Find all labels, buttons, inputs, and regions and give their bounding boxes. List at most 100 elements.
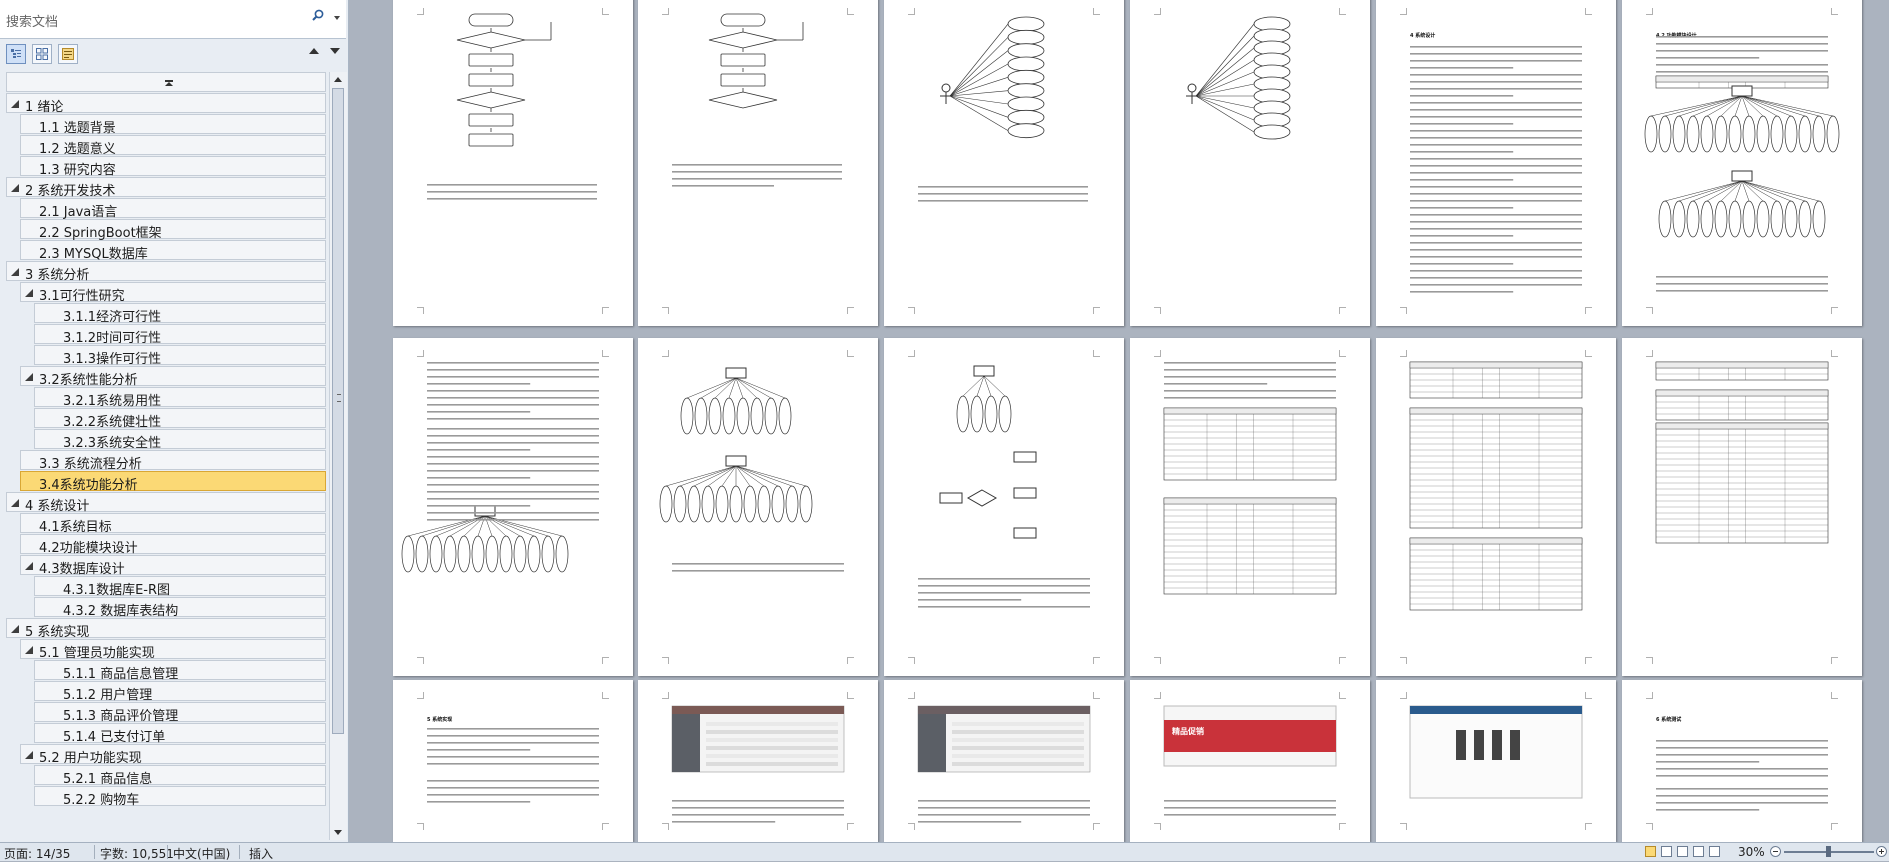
expand-collapse-icon[interactable]: [11, 100, 19, 108]
nav-scrollbar[interactable]: [329, 72, 347, 840]
search-icon[interactable]: [312, 9, 324, 21]
expand-collapse-icon[interactable]: [25, 373, 33, 381]
tab-headings[interactable]: [6, 44, 26, 64]
document-page[interactable]: 精品促销: [1130, 680, 1370, 842]
nav-heading-item[interactable]: 5.2 用户功能实现: [20, 744, 326, 766]
nav-heading-item[interactable]: 1.3 研究内容: [20, 156, 326, 178]
page-heading: 6 系统测试: [1656, 717, 1682, 723]
nav-heading-item[interactable]: 3.4系统功能分析: [20, 471, 326, 493]
web-layout-icon[interactable]: [1677, 846, 1688, 857]
tab-pages[interactable]: [32, 44, 52, 64]
document-page[interactable]: [1622, 338, 1862, 676]
nav-heading-item[interactable]: 3 系统分析: [6, 261, 326, 283]
expand-collapse-icon[interactable]: [25, 562, 33, 570]
page-counter[interactable]: 页面: 14/35: [4, 847, 71, 861]
nav-heading-item[interactable]: 5.1 管理员功能实现: [20, 639, 326, 661]
document-page[interactable]: [884, 338, 1124, 676]
nav-heading-item[interactable]: 3.2系统性能分析: [20, 366, 326, 388]
insert-mode[interactable]: 插入: [249, 847, 274, 861]
nav-heading-item[interactable]: 3.1.3操作可行性: [34, 345, 326, 367]
nav-heading-item[interactable]: 3.1.2时间可行性: [34, 324, 326, 346]
nav-heading-item[interactable]: 3.2.2系统健壮性: [34, 408, 326, 430]
document-page[interactable]: [884, 680, 1124, 842]
tab-results[interactable]: [58, 44, 78, 64]
nav-heading-label: 3.2.3系统安全性: [63, 436, 162, 451]
expand-collapse-icon[interactable]: [25, 289, 33, 297]
language[interactable]: 中文(中国): [173, 847, 231, 861]
document-page[interactable]: [884, 0, 1124, 326]
search-options-dropdown-icon[interactable]: [334, 16, 340, 20]
document-page[interactable]: 4 系统设计: [1376, 0, 1616, 326]
document-page[interactable]: 6 系统测试: [1622, 680, 1862, 842]
expand-collapse-icon[interactable]: [11, 499, 19, 507]
scroll-up-icon[interactable]: [334, 77, 342, 82]
search-box[interactable]: 搜索文档: [0, 0, 346, 39]
nav-heading-item[interactable]: 5.1.3 商品评价管理: [34, 702, 326, 724]
nav-heading-item[interactable]: 5 系统实现: [6, 618, 326, 640]
document-page[interactable]: 4.1 系统目标: [1376, 338, 1616, 676]
nav-heading-item[interactable]: 5.1.4 已支付订单: [34, 723, 326, 745]
expand-collapse-icon[interactable]: [11, 625, 19, 633]
zoom-out-icon[interactable]: [1770, 846, 1781, 857]
nav-heading-label: 1.2 选题意义: [39, 142, 116, 157]
document-page[interactable]: 5 系统实现: [393, 680, 633, 842]
nav-heading-item[interactable]: 3.3 系统流程分析: [20, 450, 326, 472]
word-count[interactable]: 字数: 10,551: [100, 847, 174, 861]
document-page[interactable]: [1130, 338, 1370, 676]
page-content: [1163, 362, 1337, 595]
nav-heading-item[interactable]: 3.1可行性研究: [20, 282, 326, 304]
nav-heading-item[interactable]: 1.2 选题意义: [20, 135, 326, 157]
nav-heading-label: 3 系统分析: [25, 268, 90, 283]
print-layout-icon[interactable]: [1645, 846, 1656, 857]
nav-heading-item[interactable]: 2.3 MYSQL数据库: [20, 240, 326, 262]
nav-heading-label: 3.2系统性能分析: [39, 373, 138, 388]
draft-view-icon[interactable]: [1709, 846, 1720, 857]
nav-heading-item[interactable]: 4.1系统目标: [20, 513, 326, 535]
expand-collapse-icon[interactable]: [11, 268, 19, 276]
nav-heading-item[interactable]: 5.2.1 商品信息: [34, 765, 326, 787]
nav-heading-item[interactable]: 4.3.2 数据库表结构: [34, 597, 326, 619]
expand-collapse-icon[interactable]: [25, 751, 33, 759]
nav-heading-item[interactable]: 2.2 SpringBoot框架: [20, 219, 326, 241]
nav-heading-item[interactable]: 5.1.2 用户管理: [34, 681, 326, 703]
outline-view-icon[interactable]: [1693, 846, 1704, 857]
nav-heading-item[interactable]: 5.2.2 购物车: [34, 786, 326, 808]
document-page[interactable]: [638, 0, 878, 326]
nav-heading-label: 4.3.1数据库E-R图: [63, 583, 171, 598]
zoom-slider-handle[interactable]: [1826, 846, 1831, 857]
nav-heading-item[interactable]: 2.1 Java语言: [20, 198, 326, 220]
nav-heading-item[interactable]: 3.2.3系统安全性: [34, 429, 326, 451]
nav-heading-label: 3.3 系统流程分析: [39, 457, 142, 472]
nav-heading-item[interactable]: 4.3数据库设计: [20, 555, 326, 577]
zoom-in-icon[interactable]: [1876, 846, 1887, 857]
previous-heading-icon[interactable]: [309, 48, 319, 54]
search-input[interactable]: 搜索文档: [6, 15, 59, 30]
nav-heading-item[interactable]: 4 系统设计: [6, 492, 326, 514]
zoom-level[interactable]: 30%: [1738, 845, 1765, 859]
nav-heading-item[interactable]: 1.1 选题背景: [20, 114, 326, 136]
scrollbar-thumb[interactable]: [332, 88, 344, 734]
full-screen-reading-icon[interactable]: [1661, 846, 1672, 857]
document-page[interactable]: [1376, 680, 1616, 842]
nav-heading-item[interactable]: 5.1.1 商品信息管理: [34, 660, 326, 682]
document-page[interactable]: [1130, 0, 1370, 326]
document-page[interactable]: [638, 338, 878, 676]
next-heading-icon[interactable]: [330, 48, 340, 54]
collapse-top-icon: [165, 80, 173, 82]
collapse-to-top-button[interactable]: [6, 72, 326, 92]
nav-heading-item[interactable]: 2 系统开发技术: [6, 177, 326, 199]
document-page[interactable]: 4.2 功能模块设计: [1622, 0, 1862, 326]
document-page[interactable]: [393, 0, 633, 326]
nav-heading-item[interactable]: 4.2功能模块设计: [20, 534, 326, 556]
document-page[interactable]: [638, 680, 878, 842]
nav-heading-item[interactable]: 3.1.1经济可行性: [34, 303, 326, 325]
expand-collapse-icon[interactable]: [25, 646, 33, 654]
expand-collapse-icon[interactable]: [11, 184, 19, 192]
nav-heading-label: 2.1 Java语言: [39, 205, 118, 220]
nav-heading-item[interactable]: 1 绪论: [6, 93, 326, 115]
nav-heading-item[interactable]: 3.2.1系统易用性: [34, 387, 326, 409]
nav-heading-item[interactable]: 4.3.1数据库E-R图: [34, 576, 326, 598]
document-page[interactable]: [393, 338, 633, 676]
scroll-down-icon[interactable]: [334, 830, 342, 835]
